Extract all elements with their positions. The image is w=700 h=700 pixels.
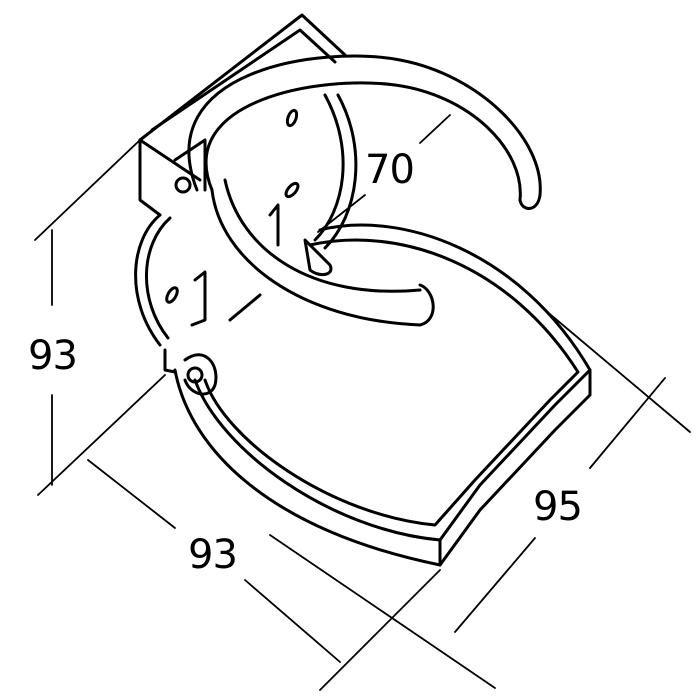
lower-ring: [173, 223, 592, 567]
mounting-bracket: [134, 13, 347, 374]
dimension-height-label: 93: [28, 333, 78, 379]
dimension-depth-label: 93: [188, 532, 238, 578]
dimension-lines: [34, 114, 691, 691]
dimension-ring-diameter-label: 70: [365, 147, 415, 193]
dimension-width-label: 95: [533, 484, 583, 530]
upper-ring: [187, 54, 542, 327]
